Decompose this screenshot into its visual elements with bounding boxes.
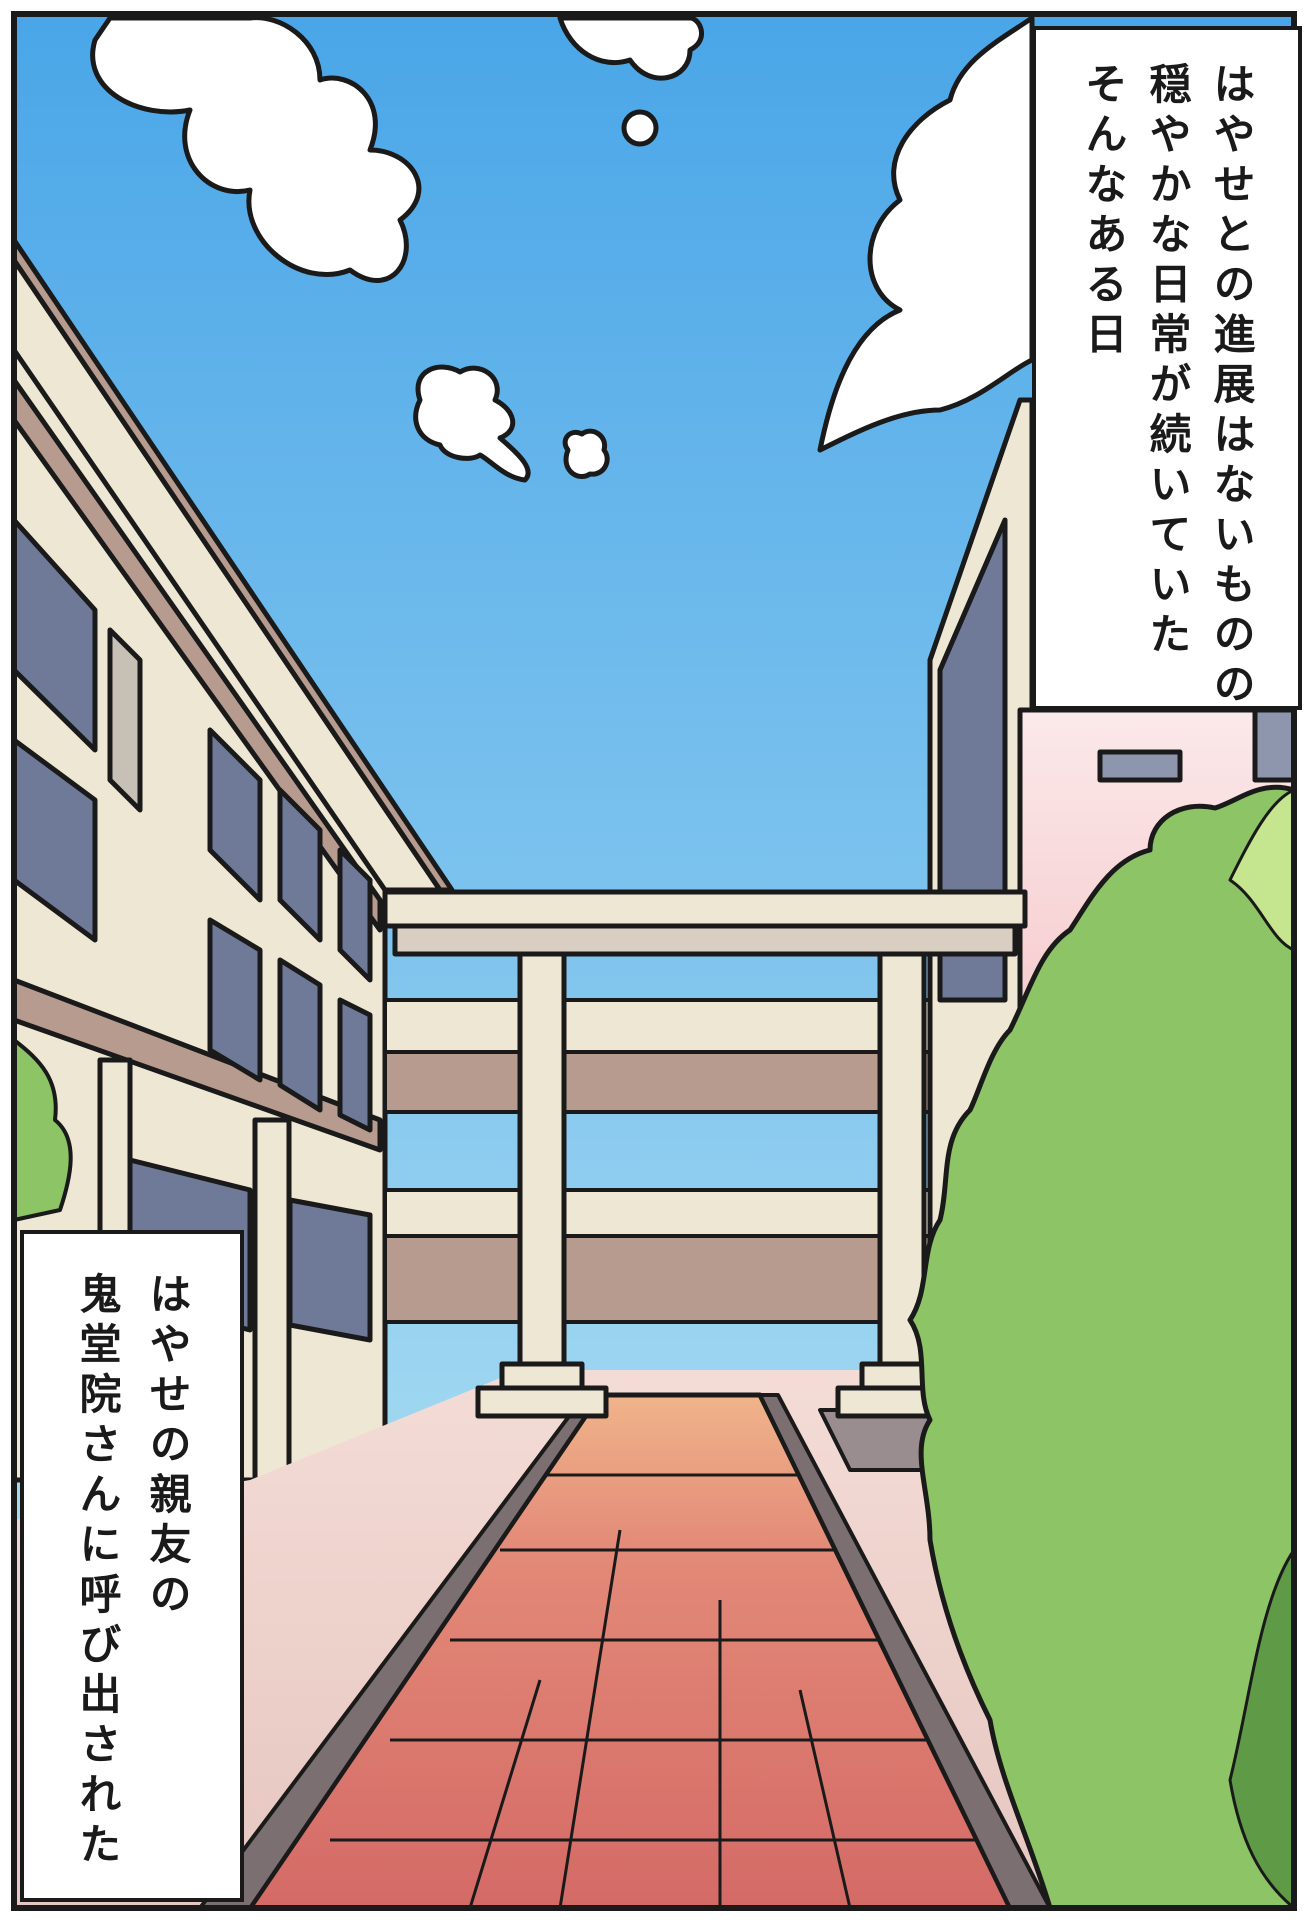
narration-line: はやせとの進展はないものの	[1207, 62, 1256, 712]
bush-icon	[12, 1038, 73, 1222]
distant-walkway	[383, 998, 957, 1324]
narration-box-bottom: はやせの親友の 鬼堂院さんに呼び出された	[20, 1230, 244, 1902]
narration-box-top: はやせとの進展はないものの 穏やかな日常が続いていた そんなある日	[1032, 26, 1302, 712]
narration-line: 穏やかな日常が続いていた	[1143, 62, 1192, 662]
narration-line: はやせの親友の	[143, 1272, 192, 1622]
narration-line: そんなある日	[1079, 62, 1128, 362]
cloud-icon	[557, 15, 704, 147]
bush-icon	[907, 784, 1297, 1911]
cloud-icon	[413, 364, 610, 483]
narration-line: 鬼堂院さんに呼び出された	[73, 1272, 122, 1872]
cloud-icon	[817, 15, 1035, 453]
left-building	[11, 237, 455, 1483]
torii-gate-icon	[382, 889, 1028, 1419]
cloud-icon	[90, 15, 422, 283]
